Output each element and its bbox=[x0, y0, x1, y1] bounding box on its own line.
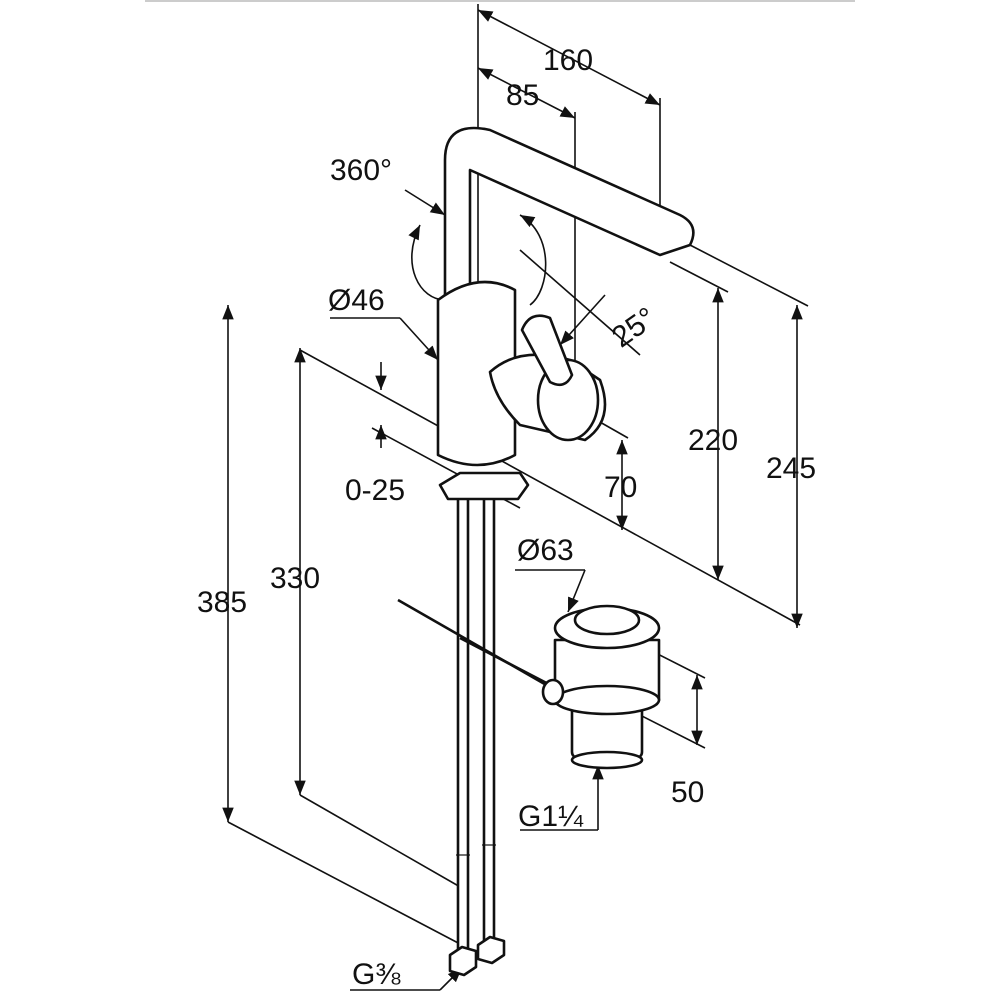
supply-hoses bbox=[448, 478, 506, 977]
dim-hose-length-total: 385 bbox=[197, 586, 247, 619]
dim-hose-thread: G⅜ bbox=[352, 958, 401, 991]
dim-hose-length: 330 bbox=[270, 562, 320, 595]
dim-handle-height: 70 bbox=[604, 471, 637, 504]
waste-valve bbox=[541, 604, 661, 770]
dim-waste-height: 50 bbox=[671, 776, 704, 809]
dim-deck-thickness: 0-25 bbox=[345, 474, 405, 507]
dim-body-diameter: Ø46 bbox=[328, 284, 385, 317]
dim-reach-handle: 85 bbox=[506, 79, 539, 112]
popup-rod-link bbox=[459, 636, 561, 692]
dim-handle-angle: 25° bbox=[606, 301, 662, 354]
faucet-body bbox=[436, 126, 695, 501]
dim-reach-total: 160 bbox=[543, 44, 593, 77]
dim-waste-thread: G1¼ bbox=[518, 800, 584, 833]
dim-spout-height: 220 bbox=[688, 424, 738, 457]
dim-waste-diameter: Ø63 bbox=[517, 534, 574, 567]
dim-total-height: 245 bbox=[766, 452, 816, 485]
dim-swivel: 360° bbox=[330, 154, 392, 187]
